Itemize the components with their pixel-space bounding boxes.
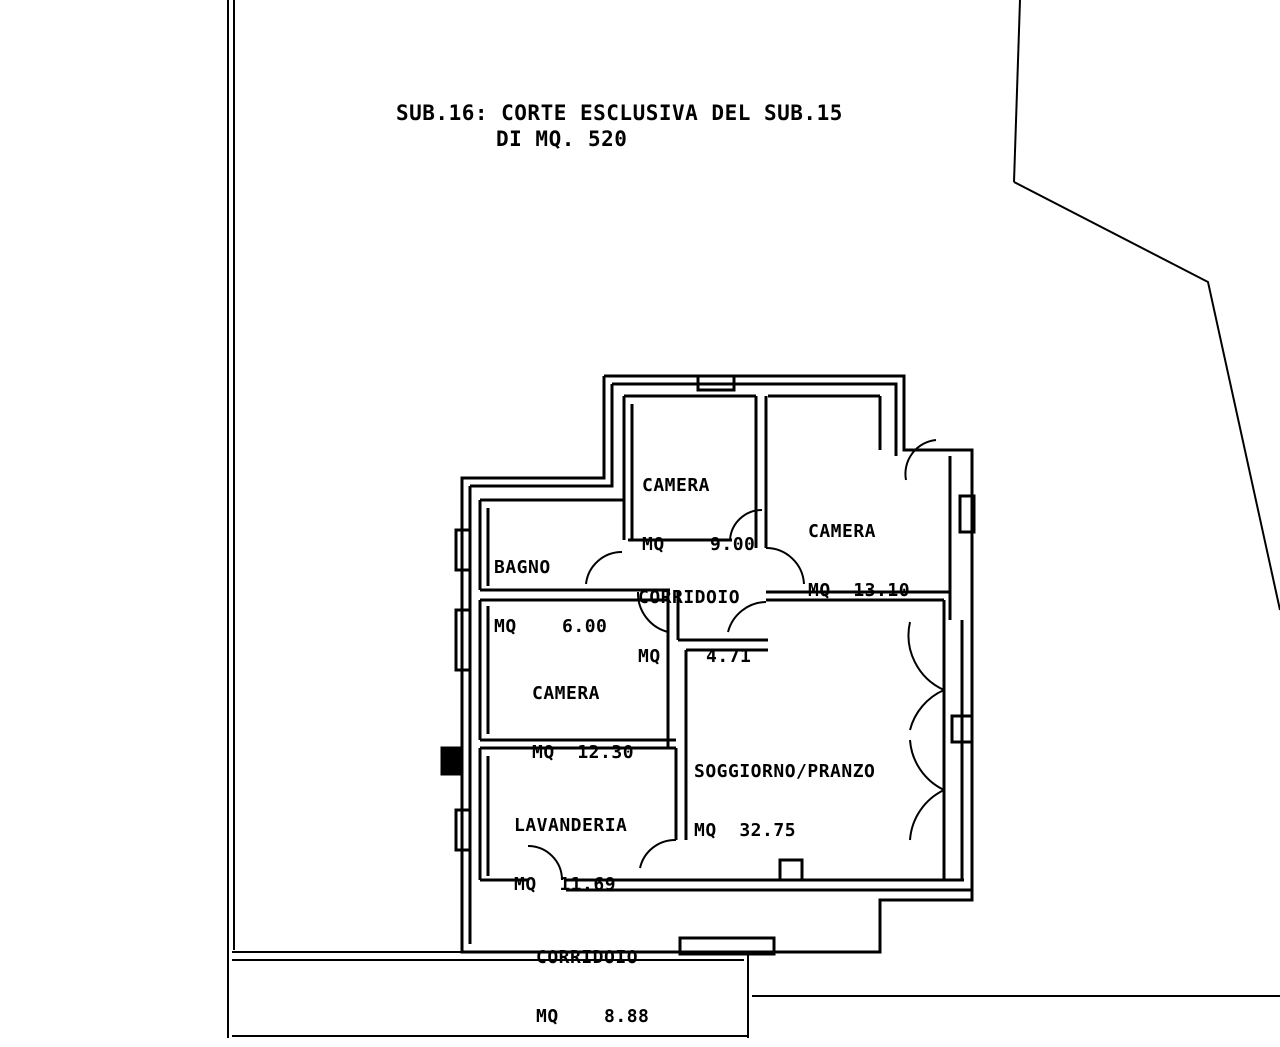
room-label-bagno: BAGNO MQ 6.00 <box>494 518 607 657</box>
site-title-line2: DI MQ. 520 <box>496 127 628 151</box>
building-walls <box>440 374 976 956</box>
room-area: MQ 9.00 <box>642 533 756 555</box>
site-title-line1: SUB.16: CORTE ESCLUSIVA DEL SUB.15 <box>396 101 843 125</box>
room-name: SOGGIORNO/PRANZO <box>694 760 876 782</box>
room-name: CORRIDOIO <box>536 946 639 968</box>
room-name: CORRIDOIO <box>638 586 741 608</box>
room-label-soggiorno: SOGGIORNO/PRANZO MQ 32.75 <box>694 722 875 861</box>
door-swings <box>527 439 945 881</box>
room-name: CAMERA <box>532 682 601 704</box>
room-label-corridoio-2: CORRIDOIO MQ 8.88 <box>536 908 649 1047</box>
room-name: CAMERA <box>642 474 711 496</box>
room-name: BAGNO <box>494 556 551 578</box>
room-area: MQ 8.88 <box>536 1005 650 1027</box>
room-label-camera-1: CAMERA MQ 9.00 <box>642 436 755 575</box>
room-area: MQ 32.75 <box>694 819 797 841</box>
room-label-camera-3: CAMERA MQ 12.30 <box>532 644 634 783</box>
room-label-lavanderia: LAVANDERIA MQ 11.69 <box>514 776 627 915</box>
room-name: CAMERA <box>808 520 877 542</box>
room-name: LAVANDERIA <box>514 814 628 836</box>
room-area: MQ 12.30 <box>532 741 635 763</box>
room-label-corridoio-1: CORRIDOIO MQ 4.71 <box>638 548 751 687</box>
room-area: MQ 13.10 <box>808 579 911 601</box>
room-area: MQ 6.00 <box>494 615 608 637</box>
room-area: MQ 4.71 <box>638 645 752 667</box>
room-area: MQ 11.69 <box>514 873 617 895</box>
room-label-camera-2: CAMERA MQ 13.10 <box>808 482 910 621</box>
